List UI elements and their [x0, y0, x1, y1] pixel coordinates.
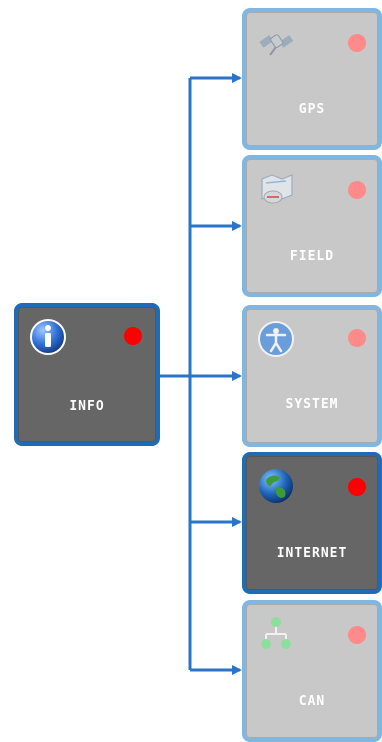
internet-tile[interactable]: INTERNET	[242, 452, 382, 594]
info-label: INFO	[69, 399, 105, 414]
globe-icon	[256, 466, 296, 506]
status-indicator	[348, 329, 366, 347]
accessibility-icon	[256, 319, 296, 359]
status-indicator	[348, 181, 366, 199]
network-icon	[256, 614, 296, 654]
status-indicator	[348, 626, 366, 644]
info-icon	[28, 317, 68, 357]
system-tile[interactable]: SYSTEM	[242, 305, 382, 447]
can-tile[interactable]: CAN	[242, 600, 382, 742]
gps-tile[interactable]: GPS	[242, 8, 382, 150]
can-label: CAN	[298, 694, 326, 709]
gps-label: GPS	[298, 102, 326, 117]
map-compass-icon	[256, 169, 296, 209]
satellite-icon	[256, 22, 296, 62]
status-indicator	[124, 327, 142, 345]
info-tile[interactable]: INFO	[14, 303, 160, 446]
field-tile[interactable]: FIELD	[242, 155, 382, 297]
internet-label: INTERNET	[276, 546, 348, 561]
status-indicator	[348, 34, 366, 52]
system-label: SYSTEM	[285, 397, 339, 412]
field-label: FIELD	[289, 249, 335, 264]
status-indicator	[348, 478, 366, 496]
